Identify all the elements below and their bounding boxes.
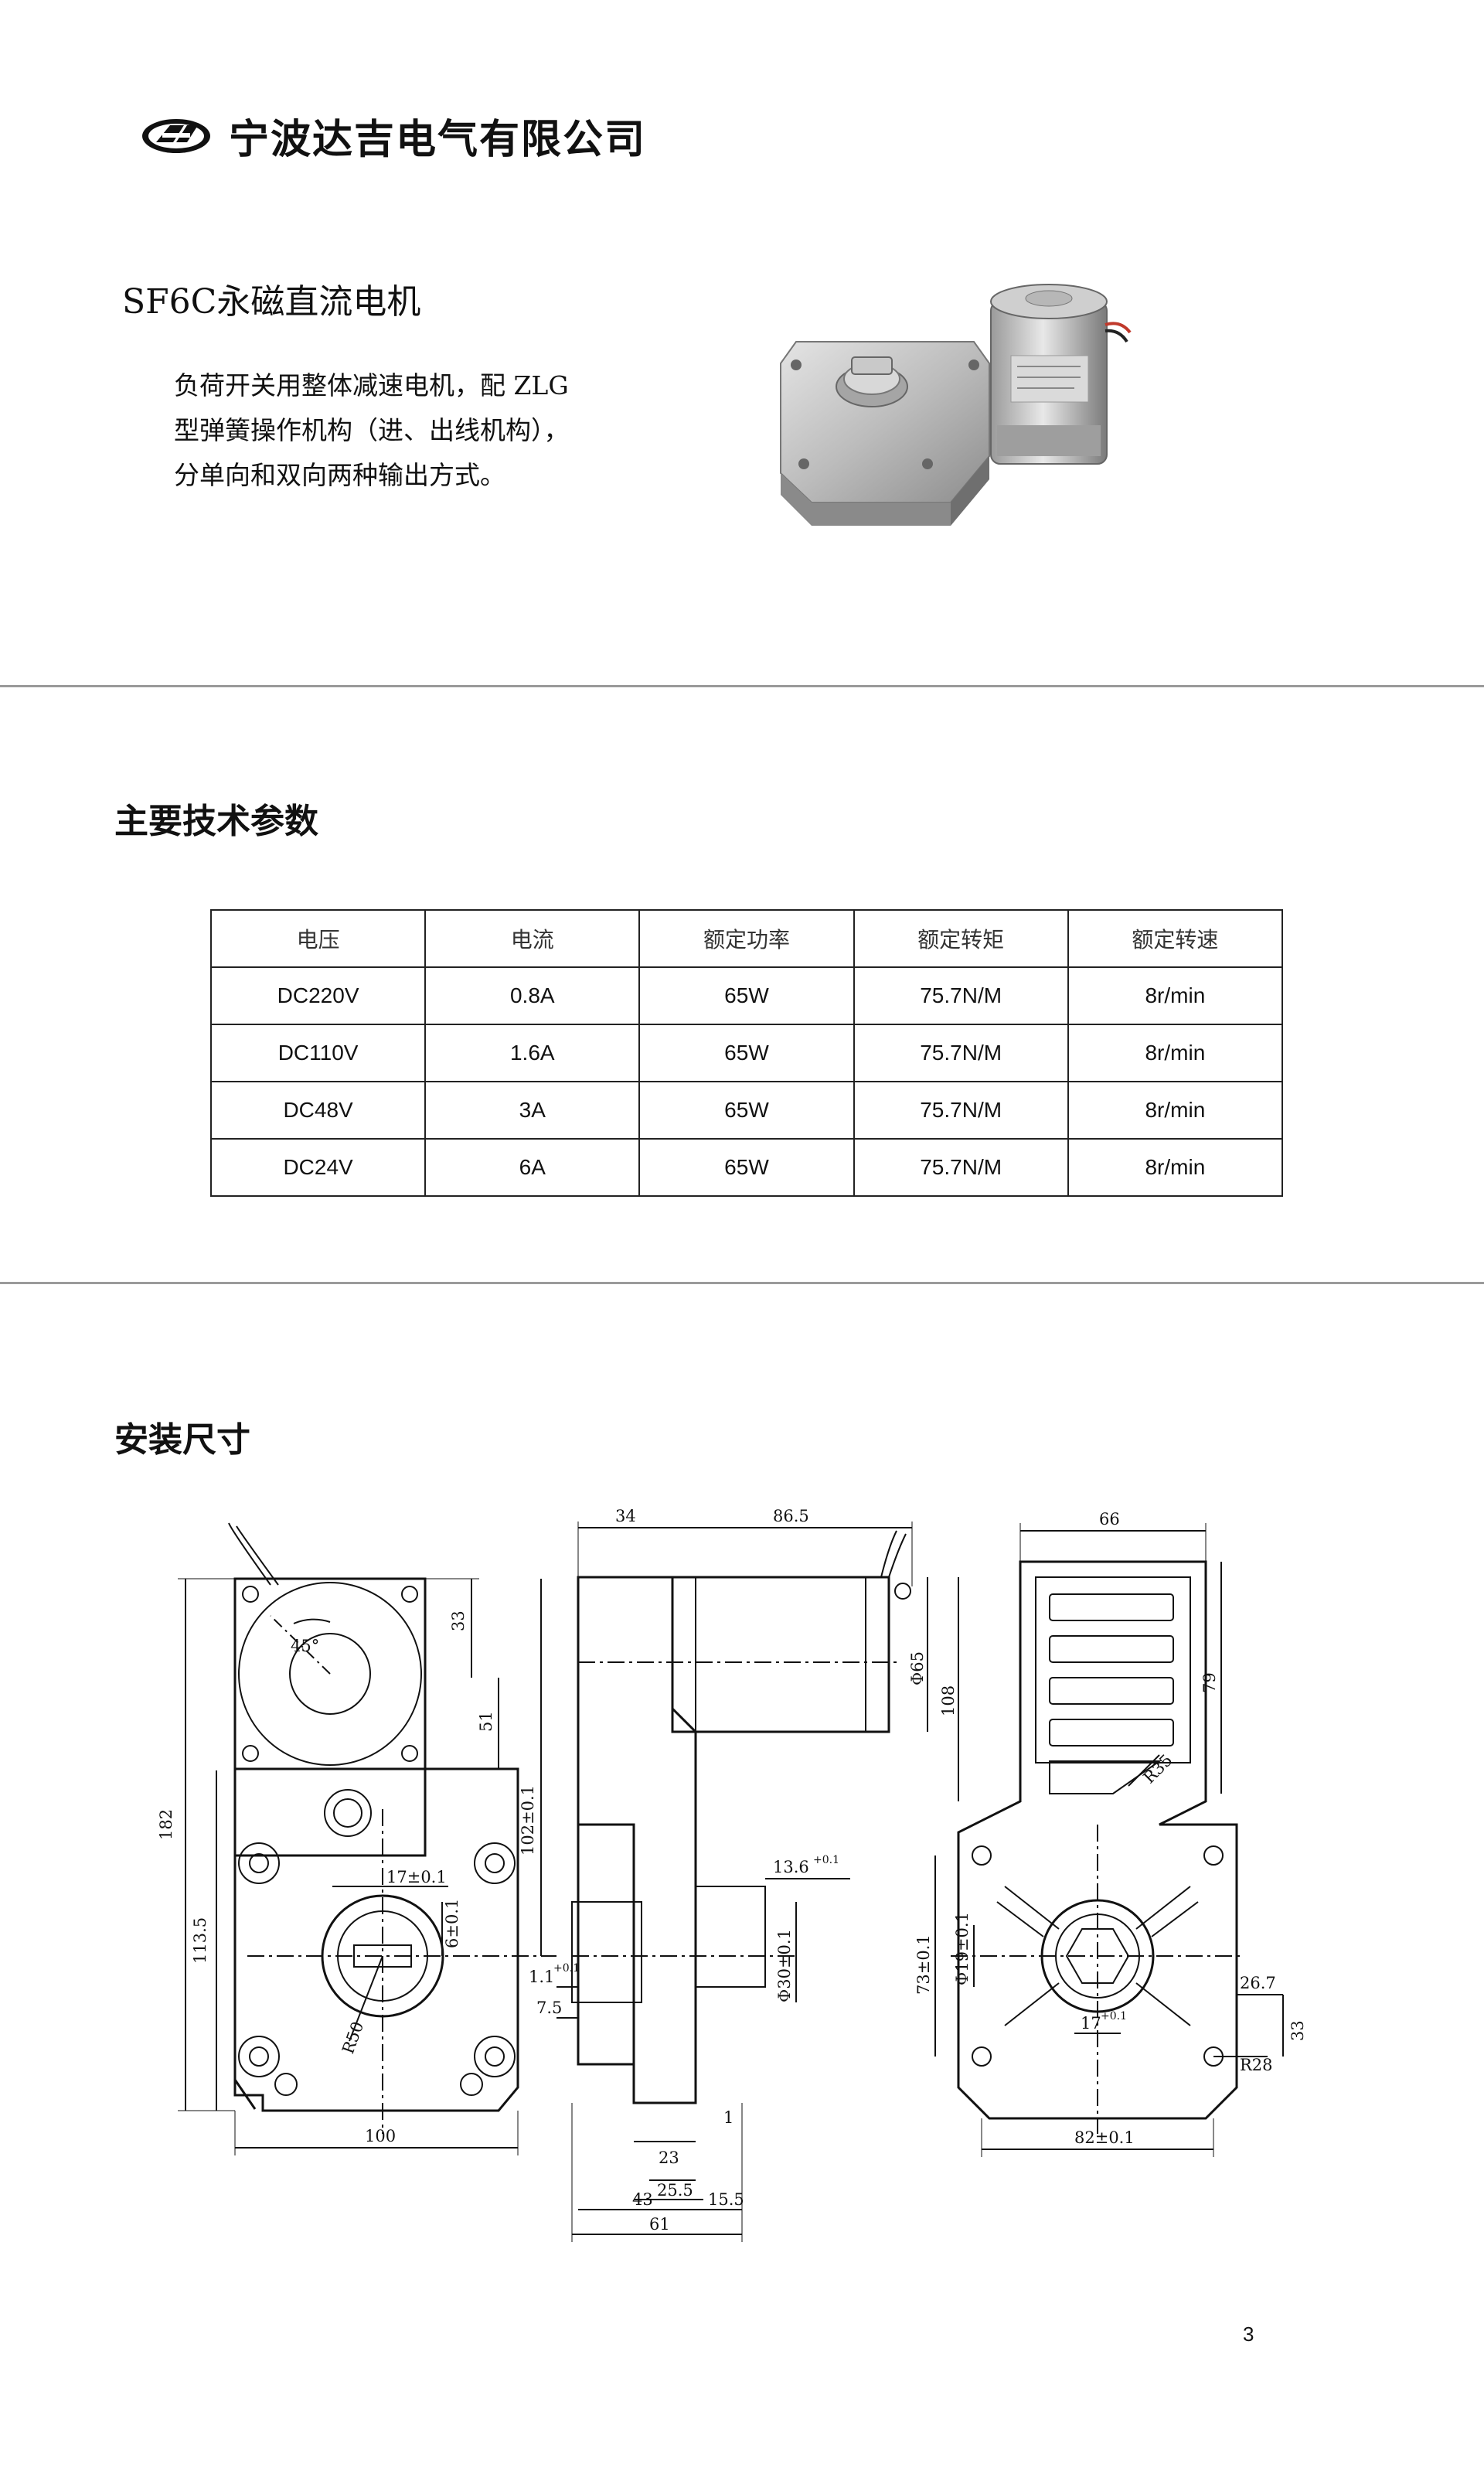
dim-label: +0.1: [813, 1854, 839, 1866]
dim-label: 7.5: [536, 1999, 562, 2017]
table-cell: 75.7N/M: [853, 966, 1069, 1025]
installation-title: 安装尺寸: [114, 1420, 250, 1460]
specs-title: 主要技术参数: [114, 802, 318, 841]
table-header-row: 电压 电流 额定功率 额定转矩 额定转速: [209, 909, 1284, 968]
dim-label: 6±0.1: [443, 1899, 461, 1948]
column-header: 额定功率: [638, 909, 855, 968]
dim-label: 73±0.1: [914, 1934, 933, 1995]
dim-label: 86.5: [773, 1507, 809, 1525]
dim-label: 61: [649, 2215, 670, 2234]
table-cell: 3A: [424, 1081, 641, 1140]
table-cell: DC24V: [209, 1138, 427, 1197]
dim-label: 23: [659, 2149, 679, 2167]
table-cell: 1.6A: [424, 1024, 641, 1082]
dim-label: R28: [1240, 2056, 1273, 2074]
table-cell: DC220V: [209, 966, 427, 1025]
table-cell: 75.7N/M: [853, 1081, 1069, 1140]
table-cell: 8r/min: [1067, 966, 1284, 1025]
dim-label: 17±0.1: [386, 1868, 447, 1886]
table-cell: 75.7N/M: [853, 1024, 1069, 1082]
dim-label: +0.1: [553, 1962, 580, 1975]
dim-label: 26.7: [1240, 1974, 1276, 1992]
dim-label: Φ19±0.1: [953, 1912, 972, 1985]
dim-label: 43: [632, 2190, 653, 2209]
side-view: 34 86.5 Φ65 108 13.6 +0.1 Φ30±0.1 1.1 +0…: [529, 1507, 959, 2242]
product-title: SF6C永磁直流电机: [122, 282, 421, 322]
dim-label: 33: [1288, 2020, 1307, 2041]
dim-label: 51: [477, 1711, 495, 1732]
dim-label: 15.5: [708, 2190, 744, 2209]
table-row: DC220V 0.8A 65W 75.7N/M 8r/min: [209, 966, 1284, 1025]
front-view: 182 113.5 33 51 102±0.1 17±0.1 6±0.1 45°…: [157, 1522, 556, 2155]
dim-label: 113.5: [191, 1917, 209, 1964]
gear-motor-photo-icon: [765, 271, 1136, 537]
dim-label: 66: [1099, 1510, 1120, 1528]
dim-label: Φ65: [908, 1651, 927, 1685]
table-row: DC48V 3A 65W 75.7N/M 8r/min: [209, 1081, 1284, 1140]
page-number: 3: [1243, 2322, 1254, 2346]
dim-label: R35: [1140, 1750, 1176, 1787]
installation-dimension-drawing: 182 113.5 33 51 102±0.1 17±0.1 6±0.1 45°…: [155, 1500, 1329, 2245]
table-cell: 75.7N/M: [853, 1138, 1069, 1197]
table-row: DC110V 1.6A 65W 75.7N/M 8r/min: [209, 1024, 1284, 1082]
description-line: 负荷开关用整体减速电机，配 ZLG: [174, 370, 569, 400]
dim-label: Φ30±0.1: [775, 1929, 794, 2002]
column-header: 电压: [209, 909, 427, 968]
table-cell: DC110V: [209, 1024, 427, 1082]
column-header: 额定转矩: [853, 909, 1069, 968]
table-cell: 65W: [638, 1138, 855, 1197]
dim-label: 79: [1200, 1672, 1219, 1693]
dim-label: 108: [939, 1685, 958, 1716]
table-cell: 6A: [424, 1138, 641, 1197]
dim-label: 34: [615, 1507, 636, 1525]
table-row: DC24V 6A 65W 75.7N/M 8r/min: [209, 1138, 1284, 1197]
dim-label: 17: [1081, 2014, 1101, 2033]
dim-label: 45°: [291, 1637, 319, 1655]
dim-label: 33: [449, 1610, 468, 1631]
dim-label: 182: [157, 1809, 175, 1840]
dim-label: 102±0.1: [519, 1785, 537, 1855]
table-cell: DC48V: [209, 1081, 427, 1140]
specs-table: 电压 电流 额定功率 额定转矩 额定转速 DC220V 0.8A 65W 75.…: [209, 909, 1284, 1197]
table-cell: 8r/min: [1067, 1081, 1284, 1140]
table-cell: 8r/min: [1067, 1024, 1284, 1082]
company-name: 宁波达吉电气有限公司: [229, 117, 647, 163]
table-cell: 0.8A: [424, 966, 641, 1025]
dim-label: 100: [365, 2127, 396, 2145]
table-cell: 65W: [638, 1081, 855, 1140]
column-header: 电流: [424, 909, 641, 968]
dim-label: 13.6: [773, 1858, 809, 1876]
company-header: 宁波达吉电气有限公司: [139, 107, 646, 165]
dim-label: 1: [723, 2108, 733, 2127]
dim-label: R50: [339, 2019, 367, 2057]
table-cell: 65W: [638, 966, 855, 1025]
product-description: 负荷开关用整体减速电机，配 ZLG 型弹簧操作机构（进、出线机构）， 分单向和双…: [174, 363, 669, 498]
dim-label: +0.1: [1101, 2010, 1127, 2022]
column-header: 额定转速: [1067, 909, 1284, 968]
dim-label: 25.5: [657, 2181, 693, 2200]
section-divider: [0, 685, 1484, 687]
rear-view: 66 79 R35 73±0.1 Φ19±0.1 17 +0.1 26.7 33…: [914, 1510, 1307, 2157]
table-cell: 8r/min: [1067, 1138, 1284, 1197]
section-divider: [0, 1282, 1484, 1284]
dim-label: 1.1: [529, 1968, 554, 1986]
description-line: 型弹簧操作机构（进、出线机构），: [174, 415, 570, 445]
description-line: 分单向和双向两种输出方式。: [174, 460, 505, 490]
company-logo-icon: [139, 116, 213, 156]
dim-label: 82±0.1: [1074, 2128, 1135, 2147]
table-cell: 65W: [638, 1024, 855, 1082]
